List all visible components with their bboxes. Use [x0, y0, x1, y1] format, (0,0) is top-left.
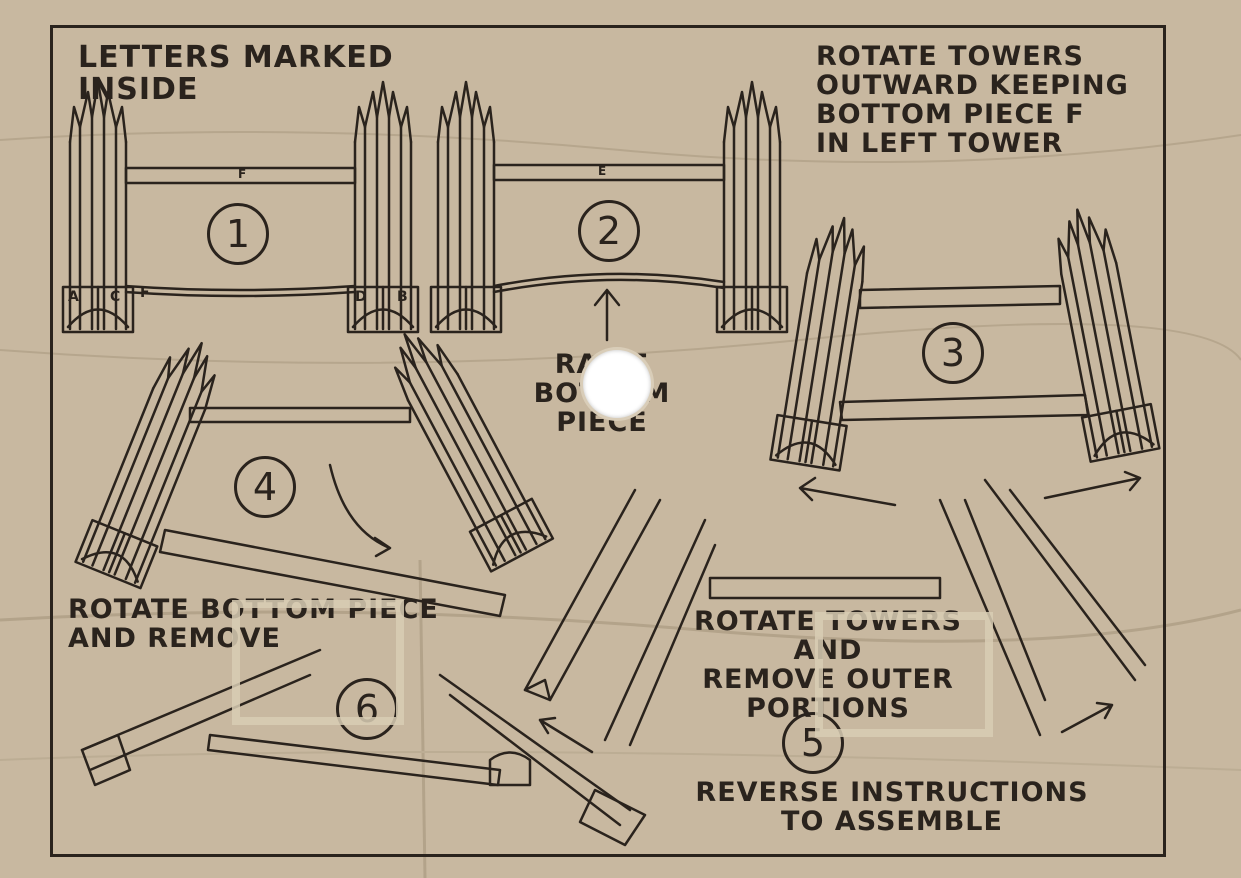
- step-3-number: 3: [922, 322, 984, 384]
- step-4-drawing: [74, 316, 555, 618]
- step-1-drawing: [61, 80, 420, 334]
- reverse-instructions-text: REVERSE INSTRUCTIONS TO ASSEMBLE: [695, 777, 1089, 838]
- step-4-number: 4: [234, 456, 296, 518]
- arrow-left-icon: [538, 716, 594, 754]
- arrow-right-icon: [1060, 701, 1114, 734]
- part-letter-b: B: [397, 289, 409, 305]
- arrow-right-icon: [1043, 470, 1142, 500]
- step-1-number: 1: [207, 203, 269, 265]
- step-2-drawing: [429, 80, 789, 342]
- curved-arrow-icon: [328, 463, 392, 558]
- step-3-drawing: [769, 201, 1161, 507]
- rotate-bottom-piece-text: ROTATE BOTTOM PIECE AND REMOVE: [68, 594, 439, 655]
- part-letter-a: A: [68, 289, 80, 305]
- part-letter-d: D: [355, 289, 368, 305]
- step-5-drawing: [523, 478, 1147, 754]
- part-letter-c: C: [110, 289, 122, 305]
- arrow-left-icon: [798, 476, 897, 507]
- string-loop-icon: [232, 600, 404, 725]
- part-letter-f-top: F: [238, 167, 248, 181]
- step-2-number: 2: [578, 200, 640, 262]
- part-letter-f: F: [140, 285, 151, 301]
- arrow-up-icon: [593, 288, 621, 342]
- punched-hole-icon: [583, 350, 651, 418]
- string-loop-icon: [815, 612, 993, 737]
- rotate-towers-remove-text: ROTATE TOWERS AND REMOVE OUTER PORTIONS: [694, 606, 962, 725]
- part-letter-e: E: [598, 164, 608, 178]
- rotate-towers-outward-text: ROTATE TOWERS OUTWARD KEEPING BOTTOM PIE…: [816, 41, 1129, 160]
- border-frame: [50, 25, 1166, 857]
- step-6-drawing: [80, 648, 647, 847]
- letters-marked-text: LETTERS MARKED INSIDE: [78, 40, 394, 108]
